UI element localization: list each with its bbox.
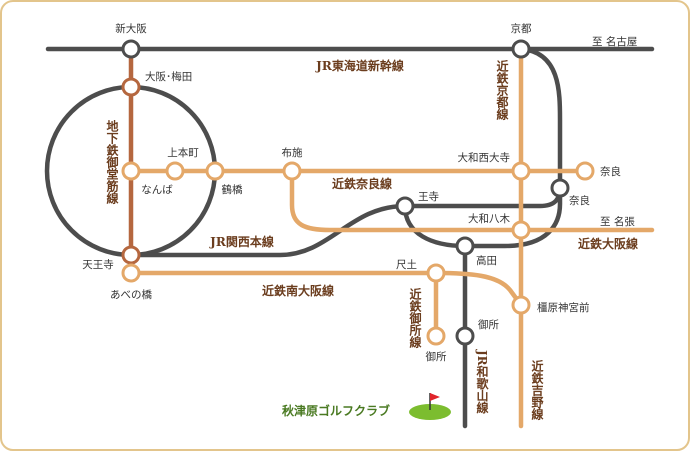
station-tsuruhashi-marker [205,161,225,181]
station-kyoto-label: 京都 [511,22,532,35]
station-tennoji-label: 天王寺 [82,259,114,271]
station-yamato-saidaiji-label: 大和西大寺 [458,151,511,164]
jr-nara-line [518,46,563,191]
line-kintetsu-kyoto-label: 近鉄京都線 [495,59,509,121]
station-yamato-yagi-marker [511,220,531,240]
direction-nagoya-label: 至 名古屋 [592,35,637,48]
jr-kansai-line [128,185,563,258]
station-kintetsu-nara-label: 奈良 [600,165,621,178]
station-namba-label: なんば [141,184,173,196]
line-jr-wakayama-label: JR和歌山線 [475,349,489,414]
station-kintetsu-gose-label: 御所 [426,350,447,363]
station-uehonmachi-label: 上本町 [167,146,199,159]
station-kashiharajingumae-marker [511,295,531,315]
golf-flag-icon [409,393,451,420]
station-namba-marker [121,161,141,181]
line-kintetsu-minami-osaka-label: 近鉄南大阪線 [262,283,334,298]
station-haji-marker [426,263,446,283]
jr-sakurai-line [462,185,563,249]
station-osaka-umeda-label: 大阪･梅田 [145,70,192,83]
station-haji-label: 尺土 [396,258,417,271]
station-kyoto-marker [511,39,531,59]
station-fuse-marker [282,161,302,181]
station-shin-osaka-marker [121,39,141,59]
station-oji-label: 王寺 [418,191,439,203]
line-shinkansen-label: JR東海道新幹線 [315,58,404,73]
line-jr-kansai-label: JR関西本線 [209,234,274,249]
golf-club-label: 秋津原ゴルフクラブ [282,403,390,418]
station-jr-gose-label: 御所 [478,318,499,331]
station-fuse-label: 布施 [282,146,303,159]
line-kintetsu-nara-label: 近鉄奈良線 [332,176,392,191]
station-kashiharajingumae-label: 橿原神宮前 [537,301,590,314]
kintetsu-osaka-line [289,168,655,233]
station-yamato-yagi-label: 大和八木 [468,212,510,225]
station-abenobashi-label: あべの橋 [110,288,152,301]
station-oji-marker [395,196,415,216]
station-yamato-saidaiji-marker [511,161,531,181]
station-jr-gose-marker [455,326,475,346]
line-midosuji-label: 地下鉄御堂筋線 [105,119,119,205]
station-shin-osaka-label: 新大阪 [115,22,147,35]
station-takada-marker [455,236,475,256]
station-kintetsu-nara-marker [575,161,595,181]
line-kintetsu-yoshino-label: 近鉄吉野線 [530,359,544,421]
station-osaka-umeda-marker [121,77,141,97]
direction-nabari-label: 至 名張 [600,215,635,228]
station-tsuruhashi-label: 鶴橋 [222,183,243,196]
station-takada-label: 高田 [476,254,497,267]
station-uehonmachi-marker [165,161,185,181]
station-kintetsu-gose-marker [426,326,446,346]
station-jr-nara-marker [550,178,570,198]
line-kintetsu-osaka-label: 近鉄大阪線 [578,236,638,251]
station-abenobashi-marker [121,263,141,283]
line-kintetsu-gose-label: 近鉄御所線 [408,287,422,349]
station-jr-nara-label: 奈良 [569,194,590,207]
station-tennoji-marker [121,245,141,265]
